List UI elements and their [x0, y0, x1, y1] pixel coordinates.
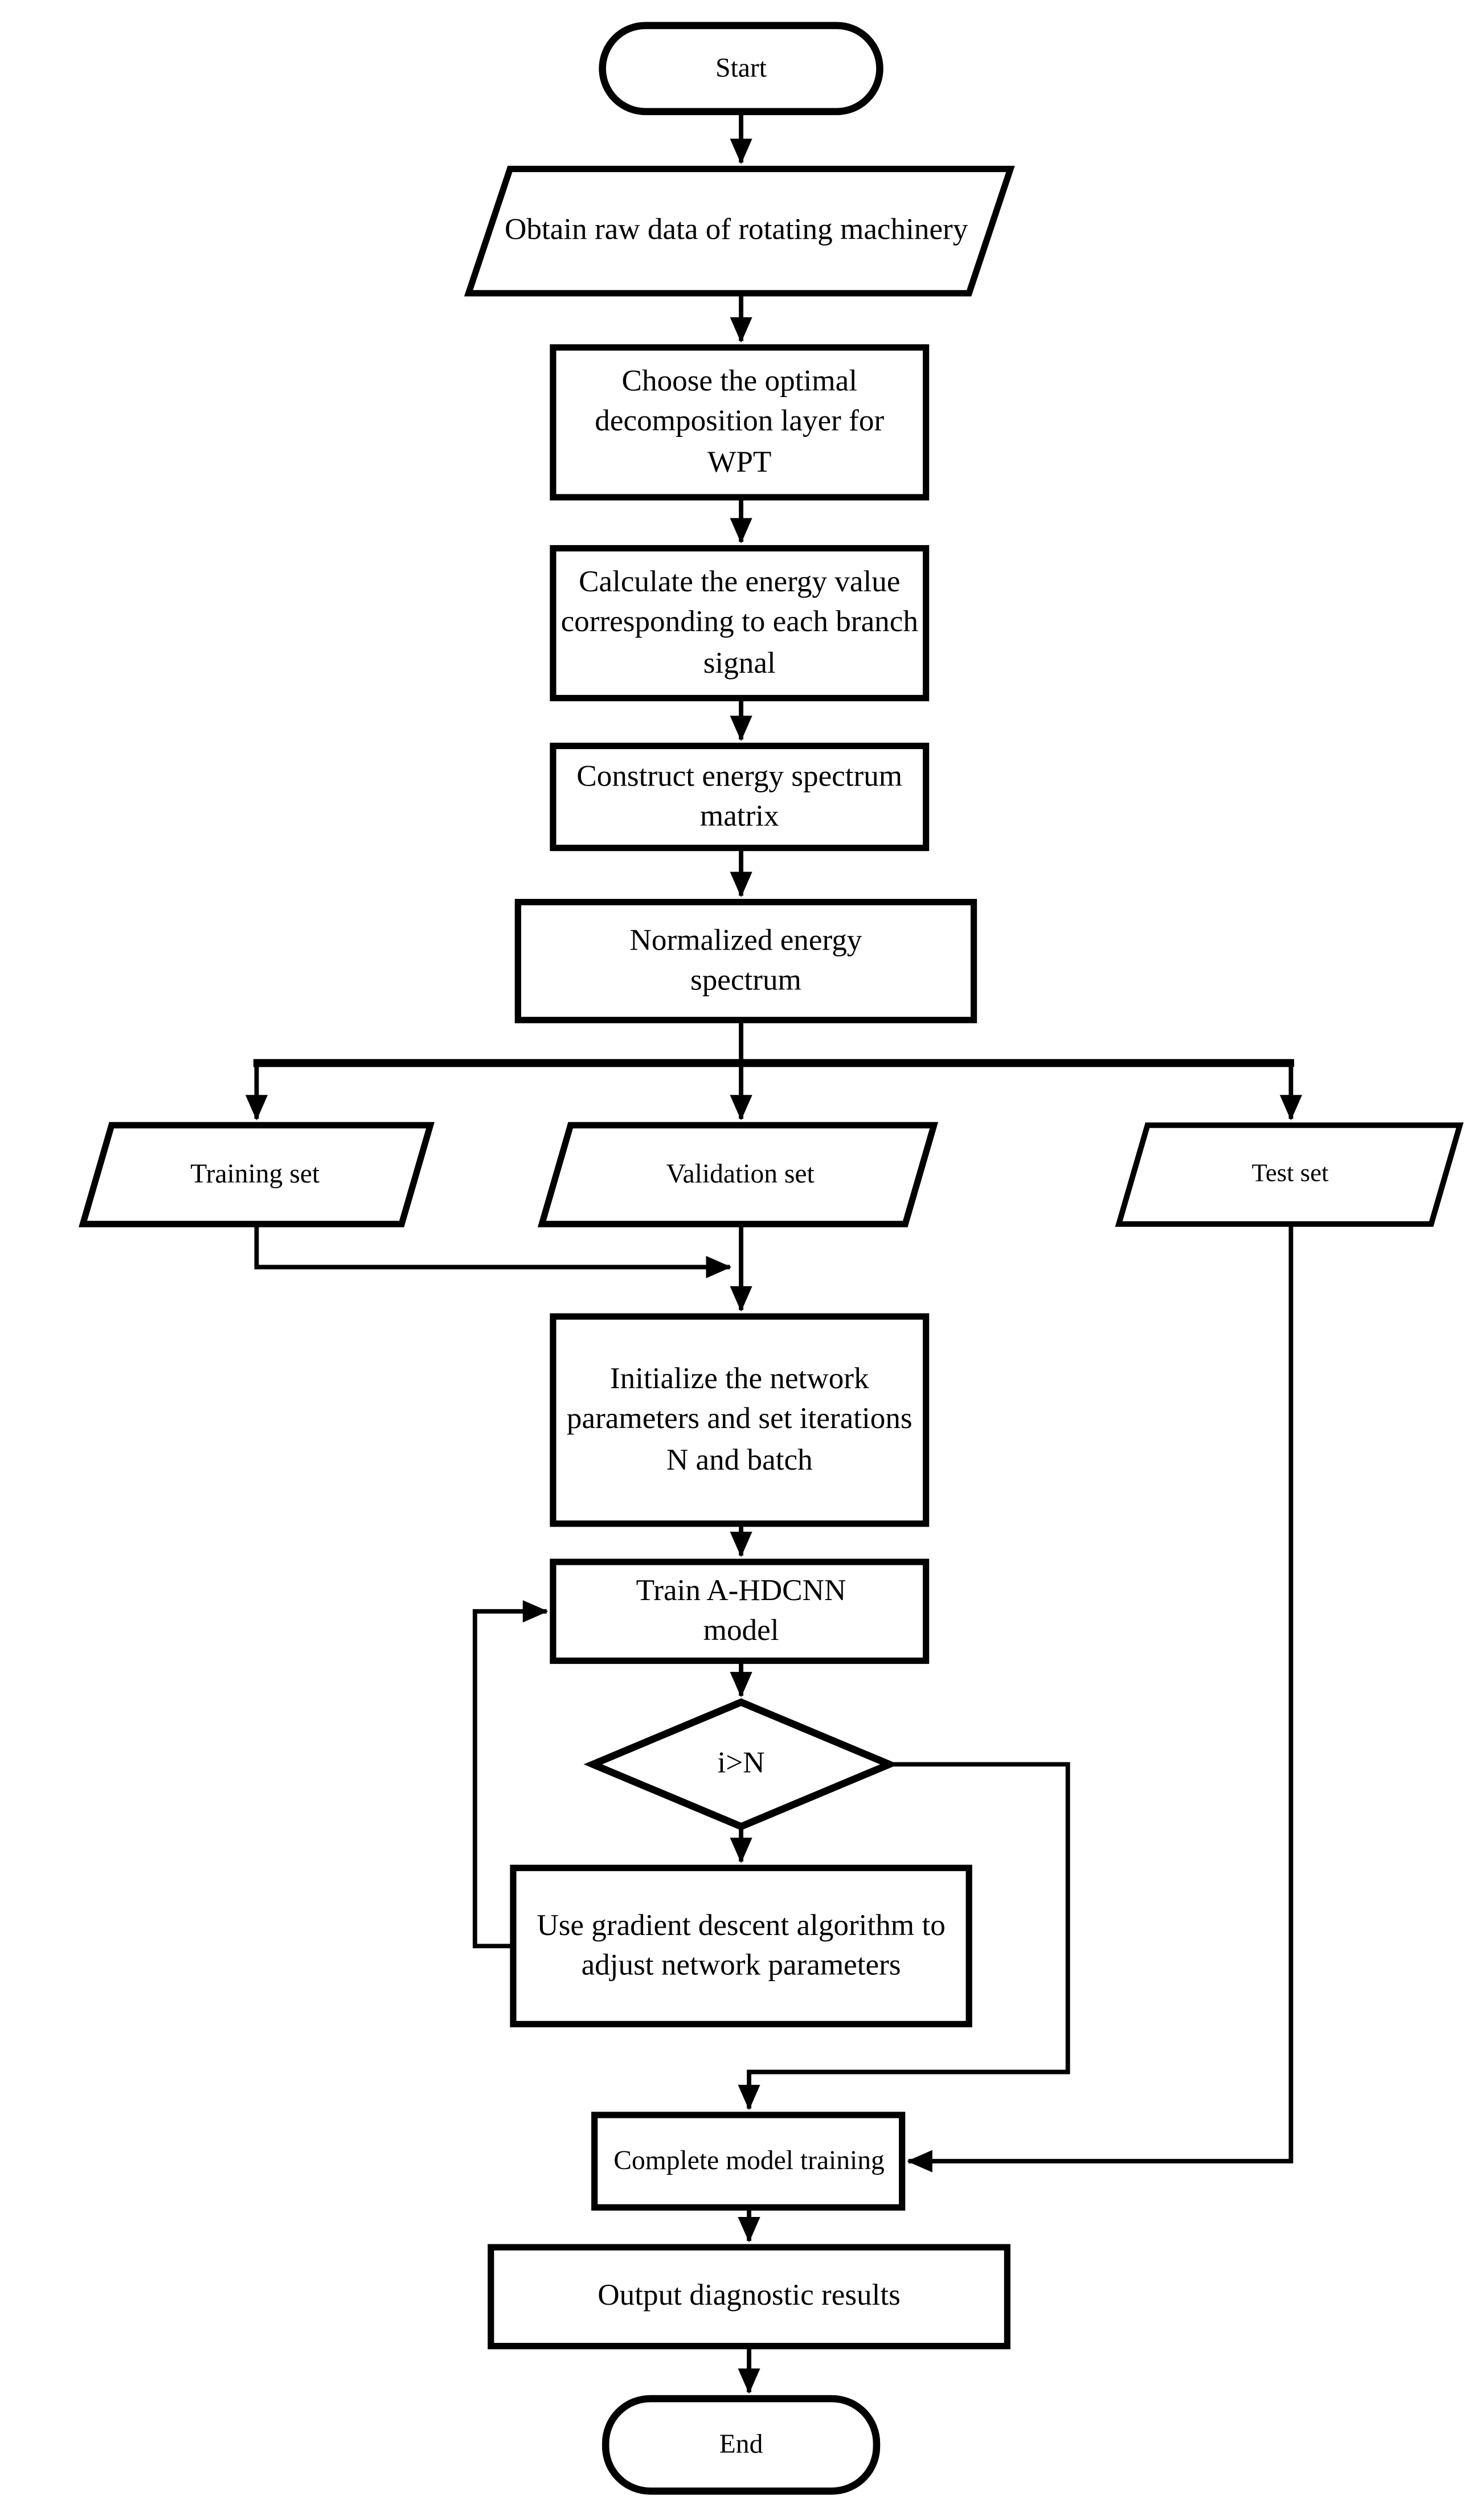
node-initialize-shape — [550, 1313, 930, 1527]
node-decision-shape — [583, 1698, 899, 1831]
node-start-shape — [599, 22, 883, 116]
node-complete-shape — [591, 2112, 906, 2211]
edge-gradient-loop-train — [472, 1600, 549, 1949]
node-output-shape — [488, 2244, 1010, 2350]
node-train-model-shape — [550, 1558, 930, 1664]
node-obtain-raw-shape — [464, 165, 1015, 297]
node-end-shape — [602, 2395, 881, 2495]
edge-test-complete — [907, 1224, 1294, 2173]
edge-training-merge — [254, 1224, 732, 1278]
edge-decision-complete — [738, 1762, 1070, 2110]
node-calc-energy-shape — [550, 545, 930, 702]
node-test-set-shape — [1115, 1122, 1464, 1227]
node-choose-wpt-shape — [550, 344, 930, 501]
node-normalized-shape — [514, 899, 977, 1024]
node-validation-set-shape — [537, 1122, 939, 1228]
node-training-set-shape — [79, 1122, 435, 1228]
node-construct-shape — [550, 742, 930, 852]
node-gradient-shape — [510, 1864, 972, 2028]
